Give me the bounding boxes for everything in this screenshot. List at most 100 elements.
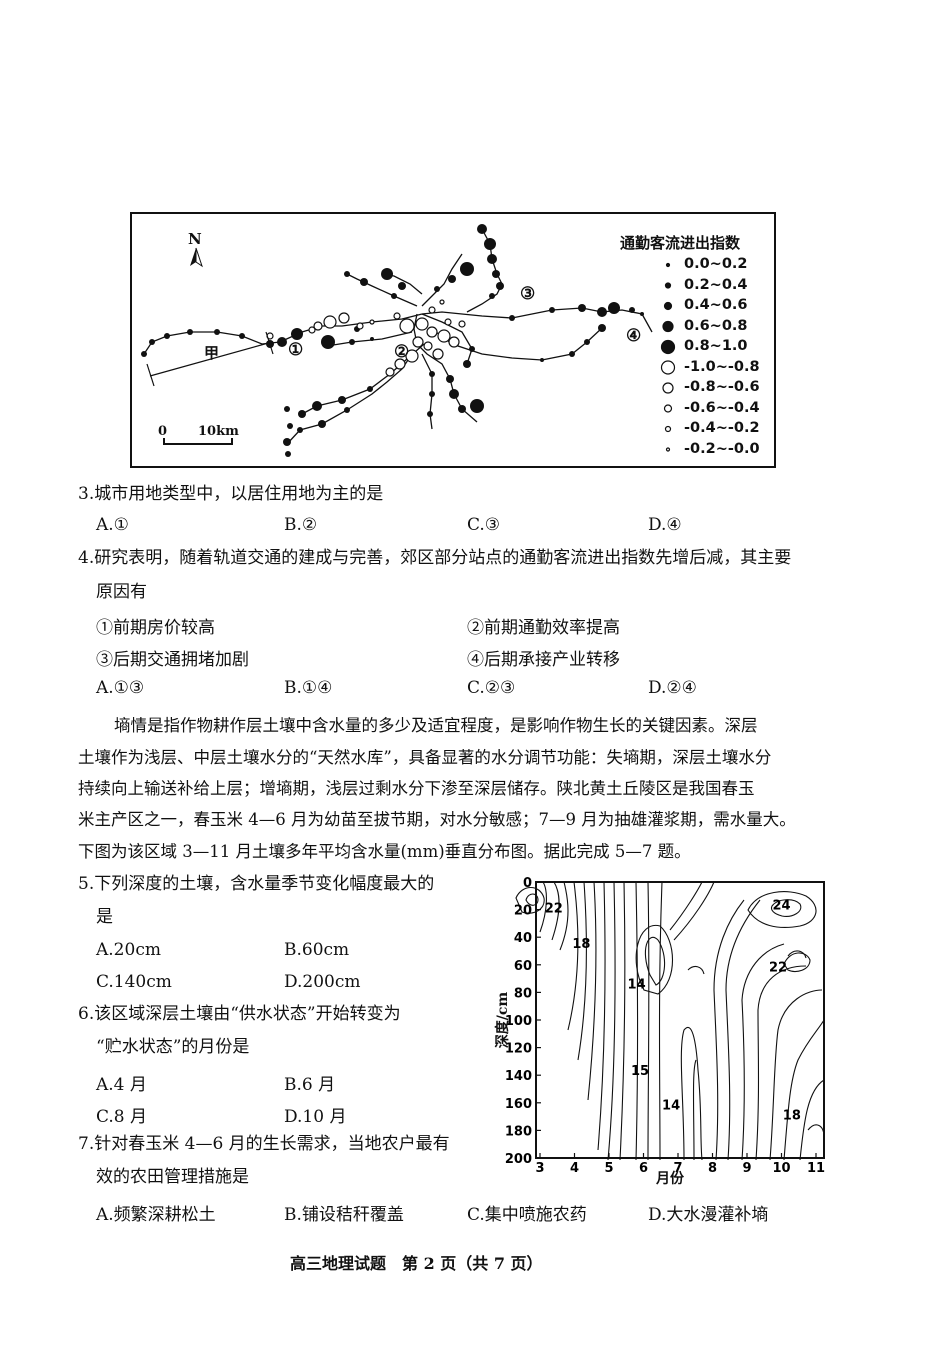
legend-label: 0.0~0.2 <box>684 256 748 272</box>
legend-symbol <box>663 301 673 311</box>
legend-symbol <box>665 447 671 452</box>
q6-option-d[interactable]: D.10 月 <box>284 1107 347 1127</box>
filled-stations <box>141 224 644 457</box>
legend-label: -0.6~-0.4 <box>684 399 760 416</box>
metro-lines <box>143 228 653 445</box>
legend-symbols <box>660 262 676 452</box>
scale-bar <box>163 438 233 445</box>
q6-option-b[interactable]: B.6 月 <box>284 1075 336 1095</box>
q4-item-4: ④后期承接产业转移 <box>467 650 620 670</box>
legend-label: 0.8~1.0 <box>684 338 748 354</box>
y-axis-label: 深度/cm <box>495 991 512 1049</box>
legend-symbol <box>662 382 674 394</box>
y-tick-label: 180 <box>505 1124 532 1139</box>
y-tick-label: 60 <box>514 959 532 974</box>
contour-lines <box>515 881 825 1161</box>
q7-stem-line2: 效的农田管理措施是 <box>96 1167 249 1187</box>
label-circled-1: ① <box>288 340 304 360</box>
q4-item-2: ②前期通勤效率提高 <box>467 618 620 638</box>
x-tick-label: 6 <box>639 1161 648 1176</box>
y-tick-label: 40 <box>514 931 532 946</box>
legend-label: -0.8~-0.6 <box>684 379 760 395</box>
q5-option-c[interactable]: C.140cm <box>96 972 172 992</box>
legend-label: 0.2~0.4 <box>684 276 748 293</box>
x-tick-label: 10 <box>772 1161 790 1176</box>
q4-option-d[interactable]: D.②④ <box>648 678 697 698</box>
x-tick-label: 3 <box>535 1161 544 1176</box>
distance-arrow <box>146 331 274 387</box>
y-tick-label: 0 <box>523 876 532 891</box>
legend-label: -0.2~-0.0 <box>684 440 760 457</box>
y-tick-label: 200 <box>505 1152 532 1167</box>
q5-option-a[interactable]: A.20cm <box>96 940 161 960</box>
legend-symbol <box>660 339 676 355</box>
q3-option-d[interactable]: D.④ <box>648 515 682 535</box>
legend-label: 0.6~0.8 <box>684 317 748 334</box>
legend-label: 0.4~0.6 <box>684 297 748 313</box>
q4-item-3: ③后期交通拥堵加剧 <box>96 650 249 670</box>
legend-symbol <box>660 360 676 375</box>
x-tick-label: 7 <box>673 1161 682 1176</box>
legend-label: -0.4~-0.2 <box>684 420 760 436</box>
north-label: N <box>188 230 202 248</box>
legend-title: 通勤客流进出指数 <box>620 234 741 252</box>
contour-value-label: 15 <box>631 1064 649 1079</box>
q4-option-a[interactable]: A.①③ <box>96 678 145 698</box>
y-tick-label: 100 <box>505 1014 532 1029</box>
contour-value-label: 24 <box>772 899 790 914</box>
contour-value-label: 14 <box>628 977 646 992</box>
y-tick-label: 160 <box>505 1097 532 1112</box>
scale-label: 10km <box>198 424 239 439</box>
q4-stem-line2: 原因有 <box>96 582 147 602</box>
contour-value-label: 18 <box>572 937 590 952</box>
label-circled-3: ③ <box>520 284 536 304</box>
q3-option-a[interactable]: A.① <box>96 515 129 535</box>
q7-option-d[interactable]: D.大水漫灌补墒 <box>648 1205 769 1225</box>
metro-map <box>141 224 676 457</box>
label-circled-2: ② <box>394 342 410 362</box>
q4-option-c[interactable]: C.②③ <box>467 678 516 698</box>
x-tick-label: 5 <box>604 1161 613 1176</box>
q3-stem: 3.城市用地类型中，以居住用地为主的是 <box>78 484 384 504</box>
q5-option-d[interactable]: D.200cm <box>284 972 361 992</box>
q6-stem-line2: “贮水状态”的月份是 <box>96 1037 250 1057</box>
q7-option-c[interactable]: C.集中喷施农药 <box>467 1205 587 1225</box>
q3-option-c[interactable]: C.③ <box>467 515 501 535</box>
q6-option-a[interactable]: A.4 月 <box>96 1075 147 1095</box>
passage-line-2: 土壤作为浅层、中层土壤水分的“天然水库”，具备显著的水分调节功能：失墒期，深层土… <box>78 748 772 767</box>
legend-symbol <box>665 262 671 268</box>
q7-option-a[interactable]: A.频繁深耕松土 <box>96 1205 216 1225</box>
legend-symbol <box>664 282 672 289</box>
legend-label: -1.0~-0.8 <box>684 358 760 375</box>
q3-option-b[interactable]: B.② <box>284 515 318 535</box>
north-arrow-icon <box>190 247 203 268</box>
q4-item-1: ①前期房价较高 <box>96 618 215 638</box>
contour-value-label: 14 <box>662 1099 680 1114</box>
legend-symbol <box>662 320 674 333</box>
page-footer: 高三地理试题 第 2 页（共 7 页） <box>290 1254 543 1273</box>
hollow-stations <box>266 299 466 377</box>
y-tick-label: 120 <box>505 1042 532 1057</box>
y-tick-label: 20 <box>514 904 532 919</box>
q4-option-b[interactable]: B.①④ <box>284 678 333 698</box>
passage-line-5: 下图为该区域 3—11 月土壤多年平均含水量(mm)垂直分布图。据此完成 5—7… <box>78 842 691 861</box>
q5-stem-line1: 5.下列深度的土壤，含水量季节变化幅度最大的 <box>78 874 435 894</box>
q7-option-b[interactable]: B.铺设秸秆覆盖 <box>284 1205 404 1225</box>
q5-option-b[interactable]: B.60cm <box>284 940 350 960</box>
label-circled-4: ④ <box>626 326 642 346</box>
passage-line-1: 墒情是指作物耕作层土壤中含水量的多少及适宜程度，是影响作物生长的关键因素。深层 <box>114 716 758 735</box>
q6-stem-line1: 6.该区域深层土壤由“供水状态”开始转变为 <box>78 1004 401 1024</box>
passage-line-4: 米主产区之一，春玉米 4—6 月为幼苗至拔节期，对水分敏感；7—9 月为抽雄灌浆… <box>78 810 796 829</box>
label-jia: 甲 <box>204 344 220 362</box>
y-tick-label: 80 <box>514 986 532 1001</box>
x-axis-label: 月份 <box>656 1171 684 1187</box>
contour-value-label: 22 <box>769 961 787 976</box>
q6-option-c[interactable]: C.8 月 <box>96 1107 148 1127</box>
y-tick-label: 140 <box>505 1069 532 1084</box>
passage-line-3: 持续向上输送补给上层；增墒期，浅层过剩水分下渗至深层储存。陕北黄土丘陵区是我国春… <box>78 779 755 798</box>
contour-value-label: 22 <box>545 901 563 916</box>
q4-stem-line1: 4.研究表明，随着轨道交通的建成与完善，郊区部分站点的通勤客流进出指数先增后减，… <box>78 548 792 568</box>
